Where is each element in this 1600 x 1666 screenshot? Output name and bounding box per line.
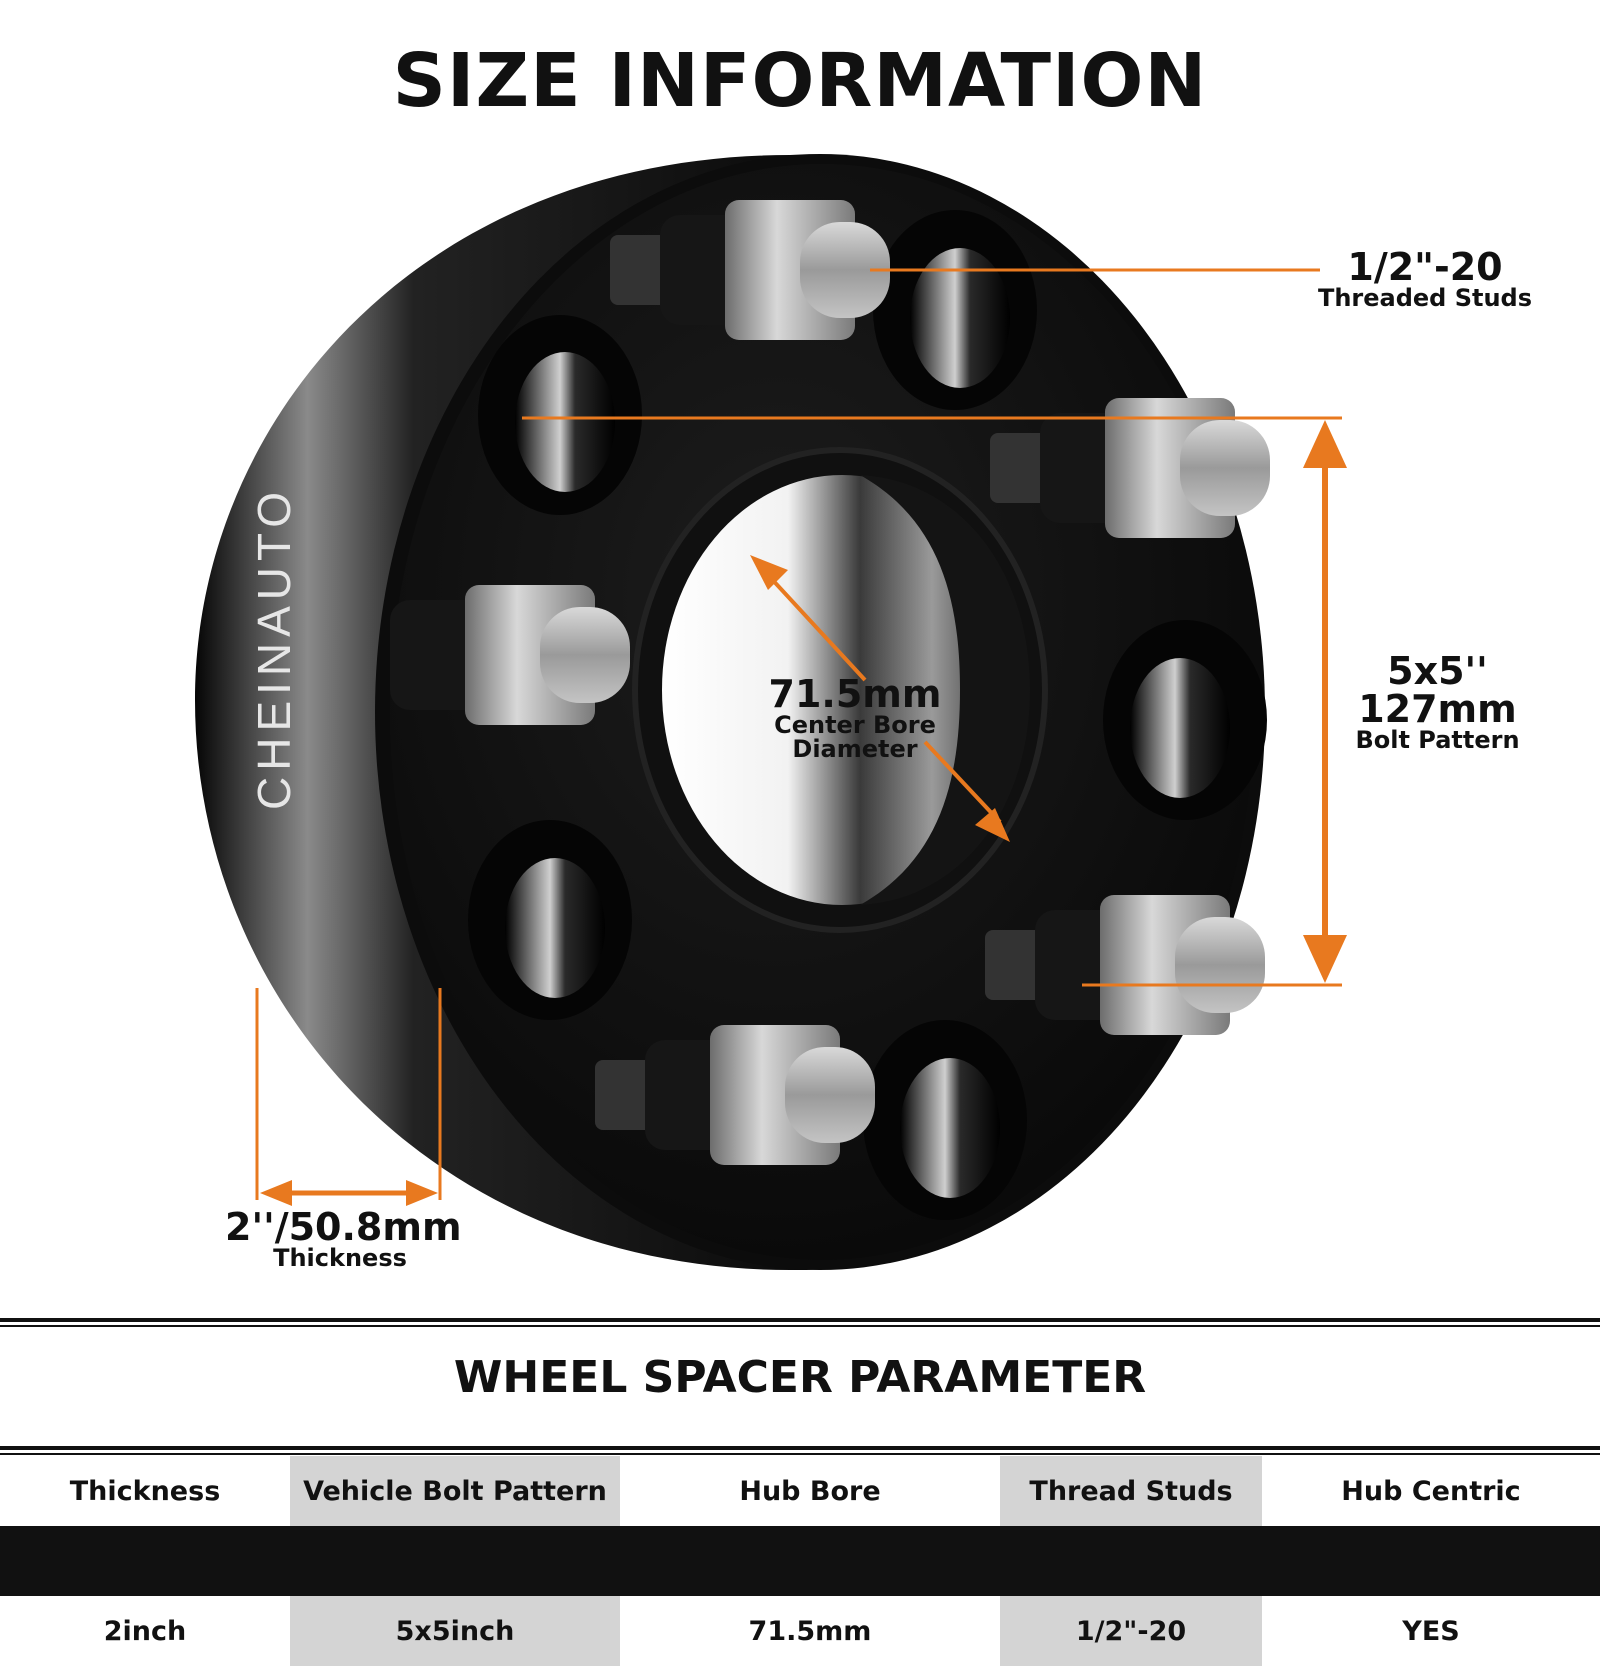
bolt-pattern-caption: Bolt Pattern <box>1355 726 1520 754</box>
section-divider-top <box>0 1318 1600 1322</box>
page-title: SIZE INFORMATION <box>392 38 1208 124</box>
brand-text: CHEINAUTO <box>248 486 300 810</box>
stud-top <box>610 200 890 340</box>
center-bore-label: 71.5mm Center Bore Diameter <box>755 675 955 761</box>
lug-hole-right-middle <box>1103 620 1267 820</box>
bore-dimension-line-lower <box>923 740 1002 824</box>
table-row-separator <box>0 1526 1600 1596</box>
threaded-studs-label: 1/2"-20 Threaded Studs <box>1315 248 1535 310</box>
stud-left <box>390 585 630 725</box>
threaded-studs-value: 1/2"-20 <box>1347 245 1503 289</box>
thickness-value: 2''/50.8mm <box>225 1205 462 1249</box>
center-bore-caption-line2: Diameter <box>792 735 918 763</box>
thickness-arrow-right <box>406 1180 438 1206</box>
lug-hole-bottom <box>863 1020 1027 1220</box>
lug-hole-left-lower <box>468 820 632 1020</box>
table-divider-top-inner <box>0 1453 1600 1455</box>
header-hub-bore: Hub Bore <box>739 1475 881 1507</box>
center-bore-value: 71.5mm <box>768 672 942 716</box>
bolt-pattern-metric: 127mm <box>1358 687 1517 731</box>
header-thickness: Thickness <box>69 1475 221 1507</box>
value-thickness: 2inch <box>103 1615 187 1647</box>
thickness-caption: Thickness <box>273 1244 407 1272</box>
header-bolt-pattern: Vehicle Bolt Pattern <box>290 1456 620 1526</box>
dimension-lines <box>255 268 1347 1206</box>
lug-hole-top-right <box>873 210 1037 410</box>
value-hub-centric: YES <box>1402 1615 1460 1647</box>
section-divider-top-inner <box>0 1325 1600 1327</box>
table-divider-bottom <box>0 1592 1600 1596</box>
bolt-pattern-arrow-top <box>1303 420 1347 468</box>
thickness-label: 2''/50.8mm Thickness <box>225 1205 462 1272</box>
bore-arrow-lower <box>975 808 1010 842</box>
threaded-studs-caption: Threaded Studs <box>1317 284 1533 312</box>
lug-hole-left-upper <box>478 315 642 515</box>
stud-right-upper <box>990 398 1270 538</box>
parameter-title: WHEEL SPACER PARAMETER <box>453 1352 1147 1403</box>
parameter-table: Thickness Vehicle Bolt Pattern Hub Bore … <box>0 1456 1600 1666</box>
bore-dimension-line-upper <box>766 573 867 682</box>
parameter-value-row: 2inch 5x5inch 71.5mm 1/2"-20 YES <box>0 1596 1600 1666</box>
header-thread-studs: Thread Studs <box>1000 1456 1262 1526</box>
header-hub-centric: Hub Centric <box>1341 1475 1521 1507</box>
bolt-pattern-imperial: 5x5'' <box>1387 649 1488 693</box>
bolt-pattern-arrow-bottom <box>1303 935 1347 983</box>
value-hub-bore: 71.5mm <box>748 1615 872 1647</box>
thickness-arrow-left <box>260 1180 292 1206</box>
table-divider-top <box>0 1446 1600 1450</box>
value-bolt-pattern: 5x5inch <box>290 1596 620 1666</box>
center-bore-caption-line1: Center Bore <box>774 711 936 739</box>
parameter-header-row: Thickness Vehicle Bolt Pattern Hub Bore … <box>0 1456 1600 1526</box>
value-thread-studs: 1/2"-20 <box>1000 1596 1262 1666</box>
bore-arrow-upper <box>750 555 788 590</box>
stud-bottom <box>595 1025 875 1165</box>
bolt-pattern-label: 5x5'' 127mm Bolt Pattern <box>1350 652 1525 752</box>
wheel-spacer-illustration: CHEINAUTO <box>195 154 1347 1270</box>
stud-right-lower <box>985 895 1265 1035</box>
center-bore <box>632 447 1048 933</box>
